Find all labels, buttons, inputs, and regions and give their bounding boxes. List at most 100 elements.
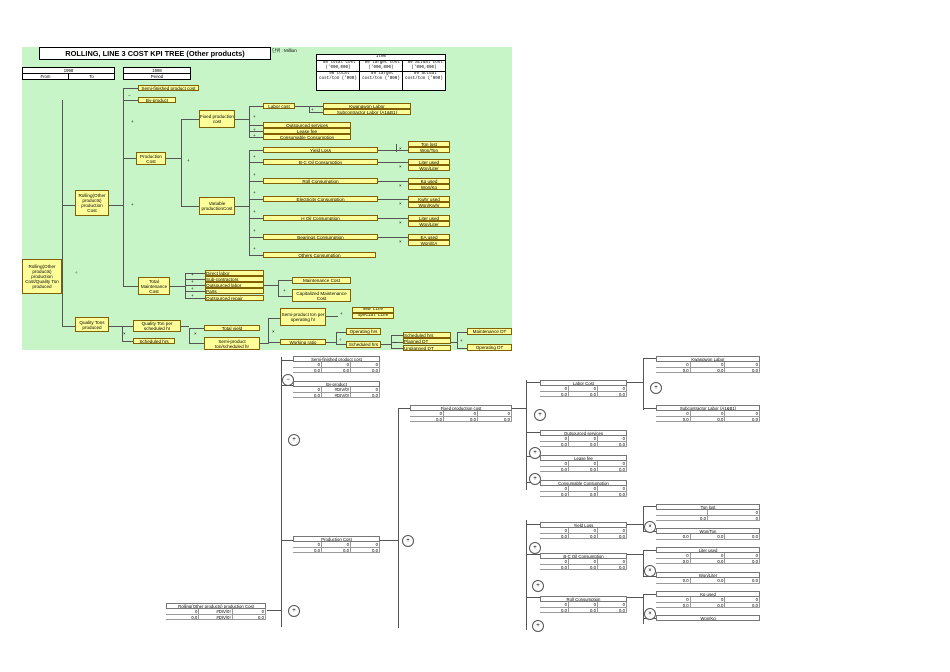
kpi-value: 0 [690,597,726,603]
kpi-label: Fixed production cost [410,405,512,411]
plus-op: + [340,311,343,316]
kpi-label: Liter used [656,547,760,553]
kpi-value: 0.0 [569,466,598,472]
node-roll[interactable]: Roll Consumption [263,178,378,184]
node-liter-used[interactable]: Liter used [408,159,450,165]
node-bc-oil[interactable]: B-C Oil Consumption [263,159,378,165]
node-yield-loss[interactable]: Yield Loss [263,147,378,153]
kpi-value: 0 [351,542,380,548]
node-subcontractor[interactable]: Subcontractor Labor (A1&B1) [323,109,411,115]
kpi-value: 0 [540,486,569,492]
node-fixed[interactable]: Fixed production cost [199,110,235,128]
node-ea-used[interactable]: EA used [408,234,450,240]
node-new-line[interactable]: New Line [352,307,394,313]
kpi-value: 0 [569,486,598,492]
node-semi-per-sched[interactable]: Semi-product ton/scheduled hr [204,337,260,350]
node-maint-cost[interactable]: Maintenance Cost [292,277,351,284]
node-unplanned-dt[interactable]: Unplanned DT [403,345,451,351]
node-semi-finished[interactable]: Semi-finished product cost [138,85,199,91]
node-variable[interactable]: Variable productionCost [199,197,235,215]
node-maint-dt[interactable]: Maintenance DT [467,328,512,335]
node-special-line[interactable]: Special Line [352,313,394,319]
kpi-value: 0 [322,542,351,548]
node-kwhr-used[interactable]: Kwhr used [408,196,450,202]
node-won-liter-2[interactable]: Won/Liter [408,221,450,227]
plus-op: + [283,288,286,293]
plus-circle: + [529,542,541,554]
kpi-label: B-C Oil Consumption [540,553,627,559]
from-label[interactable]: From [22,73,69,80]
node-total-maint[interactable]: Total Maintenance Cost [138,277,170,295]
node-won-ea[interactable]: Won/EA [408,240,450,246]
node-outsourced-repair[interactable]: Outsourced repair [205,295,264,301]
node-by-product[interactable]: By-product [138,97,176,103]
node-outsourced-services[interactable]: Outsourced services [263,122,351,128]
node-total-yield[interactable]: Total yield [204,325,260,331]
node-sub-contractors[interactable]: Sub-contractors [205,276,264,282]
kpi-value: 0.0 [725,534,761,540]
kpi-label: Kg used [656,591,760,597]
kpi-value: 0.0 [569,533,598,539]
kpi-value: 0 [656,362,691,368]
to-label[interactable]: To [68,73,115,80]
kpi-label: Consumable Consumption [540,480,627,486]
node-sched-hrs[interactable]: Scheduled hrs [133,338,175,344]
node-quality-tons[interactable]: Quality Tons produced [75,317,109,332]
plus-op: + [253,246,256,251]
kpi-value: 0.0 [690,578,726,584]
plus-circle: + [288,434,300,446]
node-won-kwhr[interactable]: Won/Kwhr [408,202,450,208]
node-won-ton[interactable]: Won/Ton [408,147,450,153]
node-rolling-cost[interactable]: Rolling(Other products) production Cost [75,190,109,216]
node-kg-used[interactable]: Kg used [408,178,450,184]
node-won-liter[interactable]: Won/Liter [408,165,450,171]
kpi-value: 0.0 [351,367,380,373]
node-h-oil[interactable]: H Oil Consumption [263,215,378,221]
node-production-cost[interactable]: Production Cost [136,152,166,165]
node-labor[interactable]: Labor cost [263,103,295,109]
minus-op: − [394,340,397,345]
node-semi-per-op[interactable]: Semi-product ton per operating hr [280,308,326,326]
plus-circle: + [529,447,541,459]
node-outsourced-labor[interactable]: Outsourced labor [205,282,264,288]
node-lease-fee[interactable]: Lease fee [263,128,351,134]
kpi-value: 0 [725,362,761,368]
kpi-label: Won/Kg [656,615,760,621]
kpi-label: Yield Loss [540,522,627,528]
kpi-value: 0.0 [656,515,708,521]
kpi-value: 0.0 [725,558,761,564]
node-cap-maint[interactable]: Capitalized Maintenance Cost [292,289,351,302]
kpi-value: 0.0 [232,614,266,620]
node-others[interactable]: Others Consumption [263,252,376,258]
period-label[interactable]: Period [123,73,191,80]
node-qt-per-hr[interactable]: Quality Ton per scheduled hr [133,320,181,332]
plus-op: + [253,228,256,233]
node-bearings[interactable]: Bearings Consumption [263,234,378,240]
node-working-ratio[interactable]: Working ratio [280,339,326,345]
node-operating-dt[interactable]: Operating DT [467,344,512,351]
node-sched-hrs-2[interactable]: Scheduled hrs [346,341,381,348]
node-operating-hrs[interactable]: Operating hrs [346,328,381,335]
node-kwangwon[interactable]: Kwangwon Labor [323,103,411,109]
node-electricity[interactable]: Electricity Consumption [263,196,378,202]
node-sched-hrs-3[interactable]: Scheduled hrs [403,332,451,338]
kpi-label: Outsourced services [540,430,627,436]
node-parts[interactable]: Parts [205,288,264,294]
kpi-value: 0.0 [569,607,598,613]
kpi-value: 0.0 [598,533,627,539]
plus-op: + [460,338,463,343]
node-root[interactable]: Rolling(Other products) production Cost/… [22,259,62,294]
kpi-value: 0 [293,362,322,368]
kpi-value: 0.0 [478,416,512,422]
node-ton-lost[interactable]: Ton lost [408,141,450,147]
node-liter-used-2[interactable]: Liter used [408,215,450,221]
node-direct-labor[interactable]: Direct labor [205,270,264,276]
node-consumable[interactable]: Consumable Consumption [263,134,351,140]
node-won-kg[interactable]: Won/Kg [408,184,450,190]
node-planned-dt[interactable]: Planned DT [403,338,451,344]
kpi-value: 0.0 [690,367,726,373]
